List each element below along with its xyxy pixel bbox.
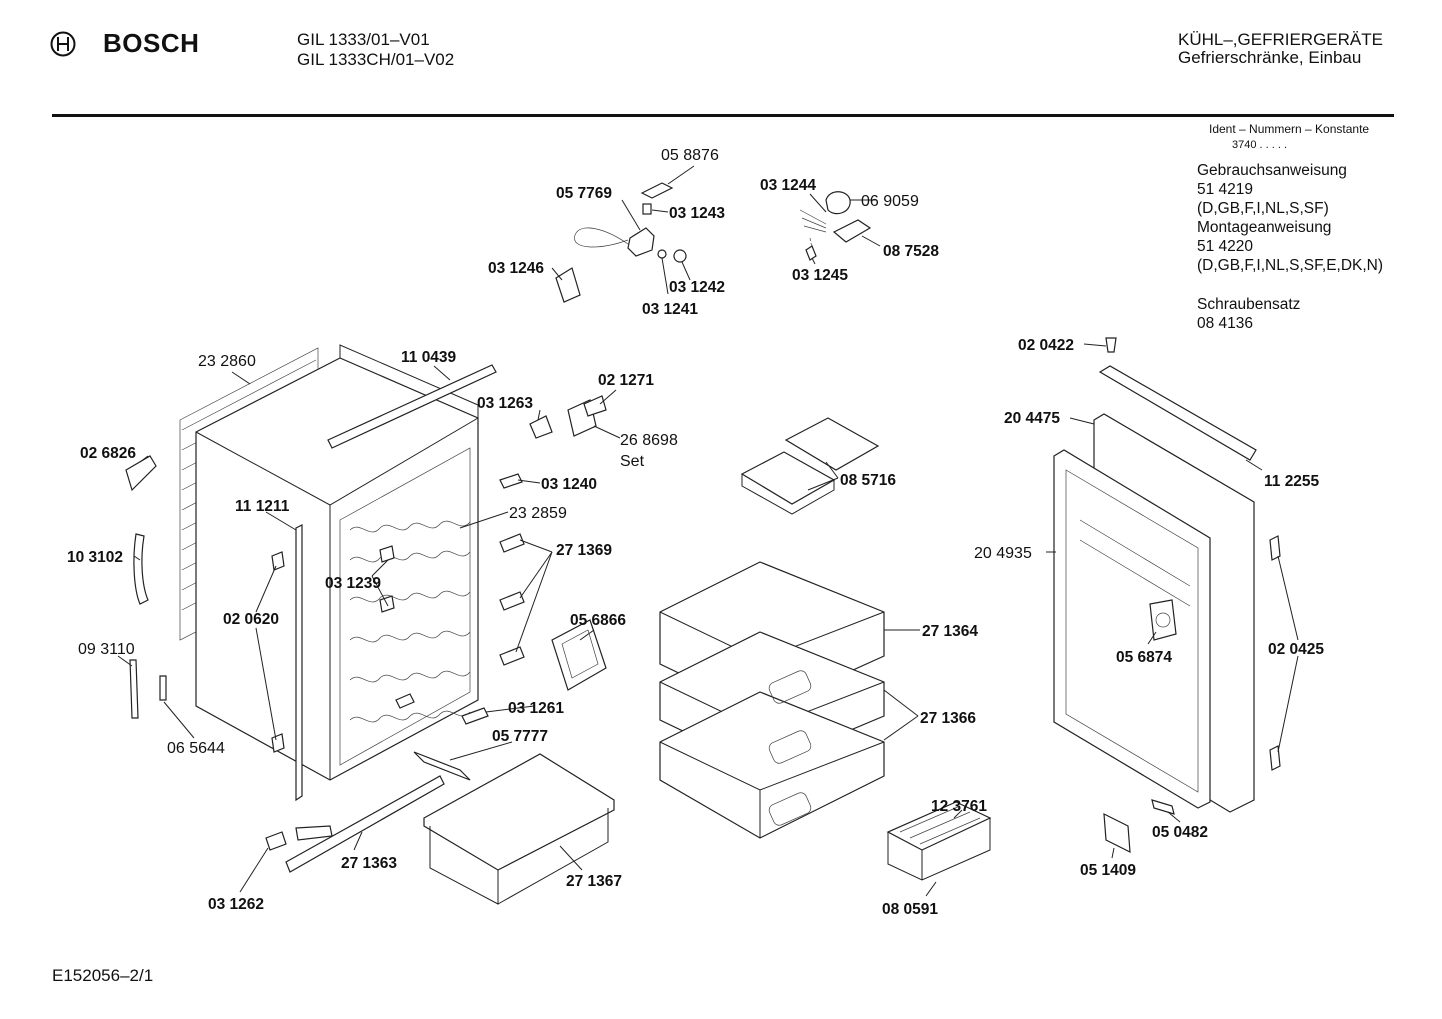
label-031242: 03 1242 — [669, 279, 725, 296]
label-031239: 03 1239 — [325, 575, 381, 592]
top-rail — [327, 364, 497, 449]
mount-number: 51 4220 — [1197, 238, 1254, 255]
model-number-1: GIL 1333/01–V01 — [297, 30, 430, 49]
label-057777: 05 7777 — [492, 728, 548, 745]
thermostat-assembly — [555, 182, 687, 303]
cooling-packs — [740, 417, 880, 515]
brand-name: BOSCH — [103, 28, 200, 58]
label-085716: 08 5716 — [840, 472, 896, 489]
label-111211: 11 1211 — [235, 498, 290, 515]
label-204935: 20 4935 — [974, 545, 1032, 562]
label-031244: 03 1244 — [760, 177, 816, 194]
ident-value: 3740 . . . . . — [1232, 139, 1288, 151]
label-031246: 03 1246 — [488, 260, 544, 277]
label-056866: 05 6866 — [570, 612, 626, 629]
label-031243: 03 1243 — [669, 205, 725, 222]
label-058876: 05 8876 — [661, 147, 719, 164]
label-204475: 20 4475 — [1004, 410, 1060, 427]
label-020422: 02 0422 — [1018, 337, 1074, 354]
ice-tray — [886, 801, 992, 881]
mount-label: Montageanweisung — [1197, 219, 1332, 236]
hinge-parts-center — [529, 395, 607, 439]
label-031263: 03 1263 — [477, 395, 533, 412]
usage-number: 51 4219 — [1197, 181, 1254, 198]
appliance-subcategory: Gefrierschränke, Einbau — [1178, 48, 1362, 67]
label-021271: 02 1271 — [598, 372, 654, 389]
lower-left-parts — [265, 693, 615, 905]
label-268698: 26 8698 — [620, 432, 678, 449]
usage-languages: (D,GB,F,I,NL,S,SF) — [1197, 200, 1329, 217]
drawing-code: E152056–2/1 — [52, 966, 154, 985]
label-031241: 03 1241 — [642, 301, 698, 318]
label-271366: 27 1366 — [920, 710, 976, 727]
label-232860: 23 2860 — [198, 353, 256, 370]
label-065644: 06 5644 — [167, 740, 225, 757]
screw-set-number: 08 4136 — [1197, 315, 1254, 332]
label-103102: 10 3102 — [67, 549, 123, 566]
header-divider — [52, 114, 1394, 117]
label-271369: 27 1369 — [556, 542, 612, 559]
label-031245: 03 1245 — [792, 267, 848, 284]
label-123761: 12 3761 — [931, 798, 987, 815]
label-057769: 05 7769 — [556, 185, 612, 202]
small-parts-left — [125, 455, 285, 753]
freezer-drawers — [659, 561, 885, 839]
label-020620: 02 0620 — [223, 611, 279, 628]
brand-logo-icon — [50, 31, 76, 57]
label-093110: 09 3110 — [78, 641, 135, 658]
shelf-brackets — [379, 473, 525, 666]
label-271363: 27 1363 — [341, 855, 397, 872]
label-031262: 03 1262 — [208, 896, 264, 913]
label-110439: 11 0439 — [401, 349, 457, 366]
label-232859: 23 2859 — [509, 505, 567, 522]
freezer-cabinet — [179, 344, 479, 802]
usage-label: Gebrauchsanweisung — [1197, 162, 1347, 179]
label-112255: 11 2255 — [1264, 473, 1320, 490]
label-087528: 08 7528 — [883, 243, 939, 260]
appliance-category: KÜHL–,GEFRIERGERÄTE — [1178, 30, 1383, 49]
label-268698-set: Set — [620, 453, 645, 470]
label-271367: 27 1367 — [566, 873, 622, 890]
label-050482: 05 0482 — [1152, 824, 1208, 841]
door-assembly — [1053, 337, 1281, 854]
label-026826: 02 6826 — [80, 445, 136, 462]
drain-cover — [551, 619, 607, 691]
mount-languages: (D,GB,F,I,NL,S,SF,E,DK,N) — [1197, 257, 1384, 274]
label-271364: 27 1364 — [922, 623, 978, 640]
label-051409: 05 1409 — [1080, 862, 1136, 879]
leader-lines — [117, 165, 1299, 897]
label-031261: 03 1261 — [508, 700, 564, 717]
label-020425: 02 0425 — [1268, 641, 1324, 658]
label-056874: 05 6874 — [1116, 649, 1172, 666]
model-number-2: GIL 1333CH/01–V02 — [297, 50, 455, 69]
ident-label: Ident – Nummern – Konstante — [1209, 122, 1370, 136]
lamp-assembly — [799, 191, 872, 261]
label-080591: 08 0591 — [882, 901, 938, 918]
screw-set-label: Schraubensatz — [1197, 296, 1301, 313]
label-069059: 06 9059 — [861, 193, 919, 210]
label-031240: 03 1240 — [541, 476, 597, 493]
